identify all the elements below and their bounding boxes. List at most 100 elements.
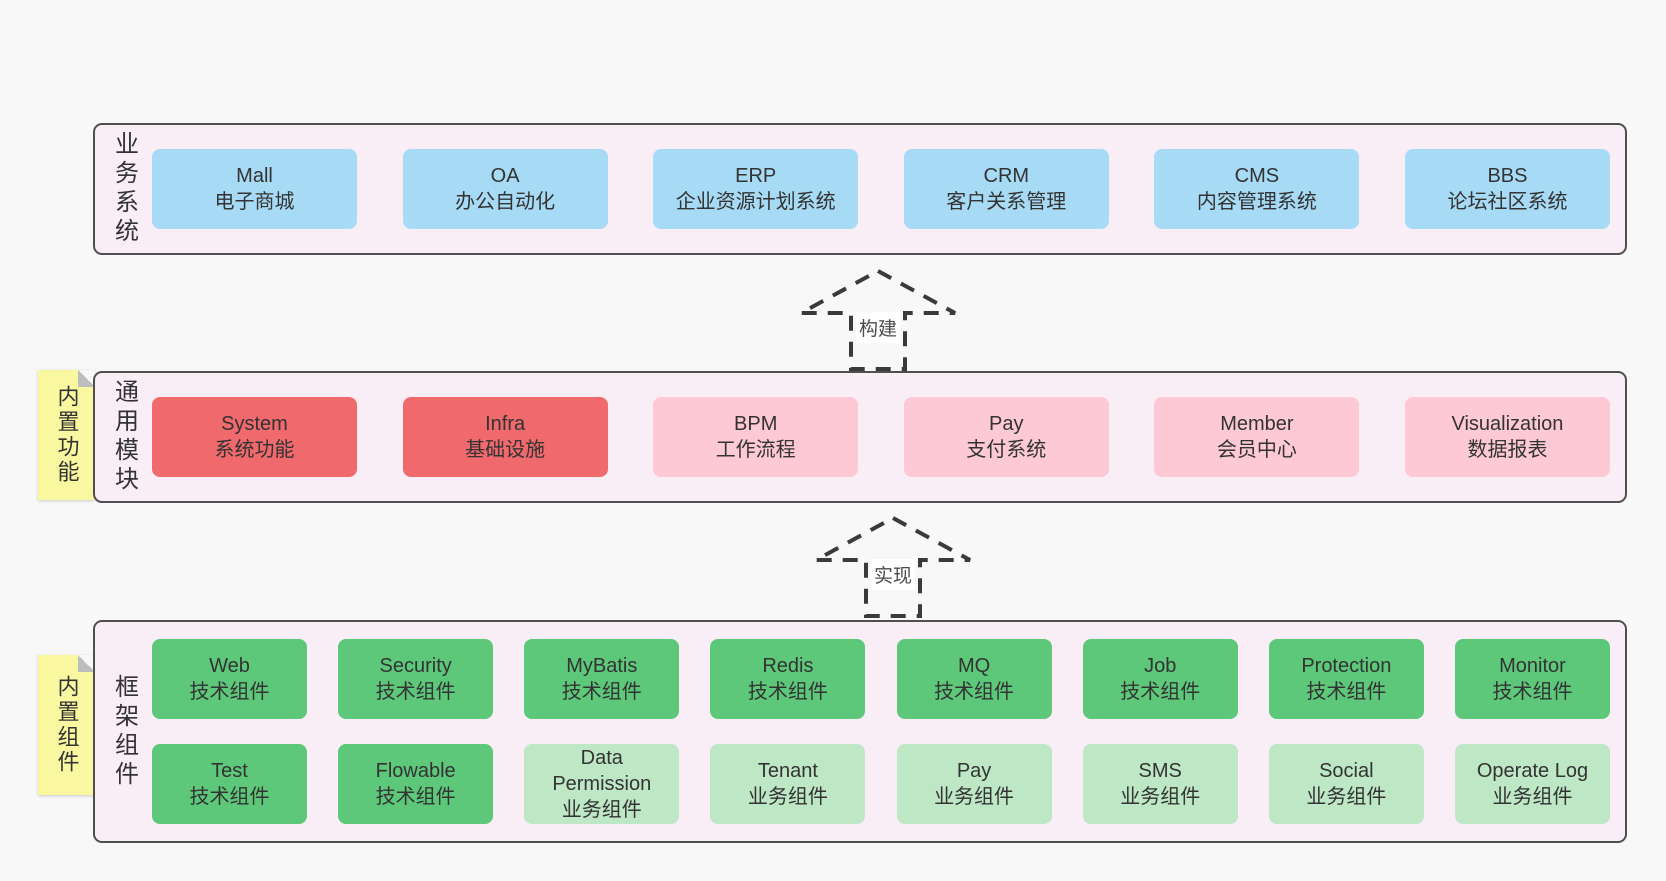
card-title: Pay	[956, 760, 992, 782]
card-title: Test	[211, 760, 248, 782]
card-web: Web 技术组件	[152, 639, 307, 719]
card-title: Visualization	[1451, 413, 1564, 435]
card-test: Test 技术组件	[152, 744, 307, 824]
card-subtitle: 业务组件	[1492, 786, 1573, 808]
card-title: Pay	[989, 413, 1024, 435]
band-modules-side-label-text: 通用模块	[110, 379, 138, 495]
card-title: Flowable	[375, 760, 456, 782]
card-pay-component: Pay 业务组件	[896, 744, 1052, 824]
card-subtitle: 支付系统	[966, 439, 1047, 461]
card-mq: MQ 技术组件	[896, 639, 1052, 719]
card-subtitle: 技术组件	[375, 681, 456, 703]
card-system: System 系统功能	[152, 397, 357, 477]
card-title: Mall	[236, 165, 273, 187]
card-subtitle: 技术组件	[561, 681, 642, 703]
card-subtitle: 系统功能	[214, 439, 295, 461]
component-cards-row-1: Web 技术组件 Security 技术组件 MyBatis 技术组件 Redi…	[152, 639, 1610, 719]
sticky-note-builtin-components: 内置组件	[38, 655, 95, 795]
card-title: Web	[209, 655, 250, 677]
card-subtitle: 业务组件	[934, 786, 1015, 808]
card-subtitle: 数据报表	[1467, 439, 1548, 461]
card-title: Tenant	[757, 760, 818, 782]
card-subtitle: 内容管理系统	[1196, 191, 1317, 213]
card-subtitle: 工作流程	[715, 439, 796, 461]
card-title: Security	[379, 655, 452, 677]
card-redis: Redis 技术组件	[710, 639, 866, 719]
module-cards-row: System 系统功能 Infra 基础设施 BPM 工作流程 Pay 支付系统…	[152, 373, 1625, 501]
card-bbs: BBS 论坛社区系统	[1404, 149, 1610, 229]
card-protection: Protection 技术组件	[1268, 639, 1424, 719]
card-title: MQ	[957, 655, 991, 677]
card-title: SMS	[1138, 760, 1182, 782]
card-title: Social	[1319, 760, 1374, 782]
component-rows: Web 技术组件 Security 技术组件 MyBatis 技术组件 Redi…	[152, 622, 1625, 841]
card-title: Member	[1220, 413, 1294, 435]
card-subtitle: 论坛社区系统	[1447, 191, 1568, 213]
card-data-permission: Data Permission 业务组件	[524, 744, 680, 824]
up-arrow-build: 构建	[798, 268, 958, 372]
band-business-side-label-text: 业务系统	[110, 131, 138, 247]
band-business-systems: 业务系统 Mall 电子商城 OA 办公自动化 ERP 企业资源计划系统 CRM…	[93, 123, 1627, 255]
card-title: Operate Log	[1476, 760, 1589, 782]
card-sms: SMS 业务组件	[1082, 744, 1238, 824]
folded-corner-icon	[78, 655, 95, 672]
card-cms: CMS 内容管理系统	[1154, 149, 1360, 229]
card-tenant: Tenant 业务组件	[710, 744, 866, 824]
card-subtitle: 办公自动化	[455, 191, 556, 213]
card-title: Monitor	[1499, 655, 1566, 677]
card-subtitle: 会员中心	[1216, 439, 1297, 461]
card-subtitle: 技术组件	[1120, 681, 1201, 703]
card-subtitle: 业务组件	[747, 786, 828, 808]
card-subtitle: 技术组件	[747, 681, 828, 703]
business-cards-row: Mall 电子商城 OA 办公自动化 ERP 企业资源计划系统 CRM 客户关系…	[152, 125, 1625, 253]
card-subtitle: 业务组件	[561, 799, 642, 821]
folded-corner-icon	[78, 370, 95, 387]
card-bpm: BPM 工作流程	[653, 397, 859, 477]
band-framework-components: 框架组件 Web 技术组件 Security 技术组件 MyBatis 技术组件…	[93, 620, 1627, 843]
card-title: Job	[1144, 655, 1177, 677]
arrow-implement-label: 实现	[870, 559, 916, 590]
card-erp: ERP 企业资源计划系统	[653, 149, 859, 229]
card-subtitle: 业务组件	[1120, 786, 1201, 808]
card-title: BBS	[1487, 165, 1528, 187]
card-member: Member 会员中心	[1154, 397, 1360, 477]
card-subtitle: 客户关系管理	[946, 191, 1067, 213]
arrow-build-label: 构建	[855, 312, 901, 343]
card-social: Social 业务组件	[1268, 744, 1424, 824]
card-title: CRM	[983, 165, 1030, 187]
band-components-side-label: 框架组件	[95, 622, 152, 841]
card-subtitle: 基础设施	[465, 439, 546, 461]
card-subtitle: 技术组件	[1306, 681, 1387, 703]
card-visualization: Visualization 数据报表	[1404, 397, 1610, 477]
dashed-up-arrow-icon	[800, 268, 956, 371]
card-subtitle: 技术组件	[189, 786, 270, 808]
card-title: Protection	[1301, 655, 1392, 677]
card-title: MyBatis	[566, 655, 638, 677]
card-title: BPM	[734, 413, 778, 435]
band-common-modules: 通用模块 System 系统功能 Infra 基础设施 BPM 工作流程 Pay…	[93, 371, 1627, 503]
band-business-side-label: 业务系统	[95, 125, 152, 253]
up-arrow-implement: 实现	[813, 515, 973, 619]
card-title: Data Permission	[552, 747, 652, 795]
card-title: Redis	[762, 655, 814, 677]
card-flowable: Flowable 技术组件	[338, 744, 494, 824]
card-subtitle: 技术组件	[189, 681, 270, 703]
card-subtitle: 技术组件	[934, 681, 1015, 703]
card-subtitle: 电子商城	[214, 191, 295, 213]
sticky-note-builtin-features: 内置功能	[38, 370, 95, 500]
card-subtitle: 技术组件	[375, 786, 456, 808]
band-components-side-label-text: 框架组件	[110, 673, 138, 790]
sticky-note-text: 内置功能	[54, 385, 80, 485]
card-mybatis: MyBatis 技术组件	[524, 639, 680, 719]
card-subtitle: 业务组件	[1306, 786, 1387, 808]
card-oa: OA 办公自动化	[402, 149, 608, 229]
card-job: Job 技术组件	[1082, 639, 1238, 719]
card-mall: Mall 电子商城	[152, 149, 357, 229]
card-title: Infra	[485, 413, 526, 435]
card-crm: CRM 客户关系管理	[903, 149, 1109, 229]
card-operate-log: Operate Log 业务组件	[1454, 744, 1610, 824]
card-pay: Pay 支付系统	[903, 397, 1109, 477]
sticky-note-text: 内置组件	[54, 675, 80, 775]
card-title: OA	[490, 165, 520, 187]
